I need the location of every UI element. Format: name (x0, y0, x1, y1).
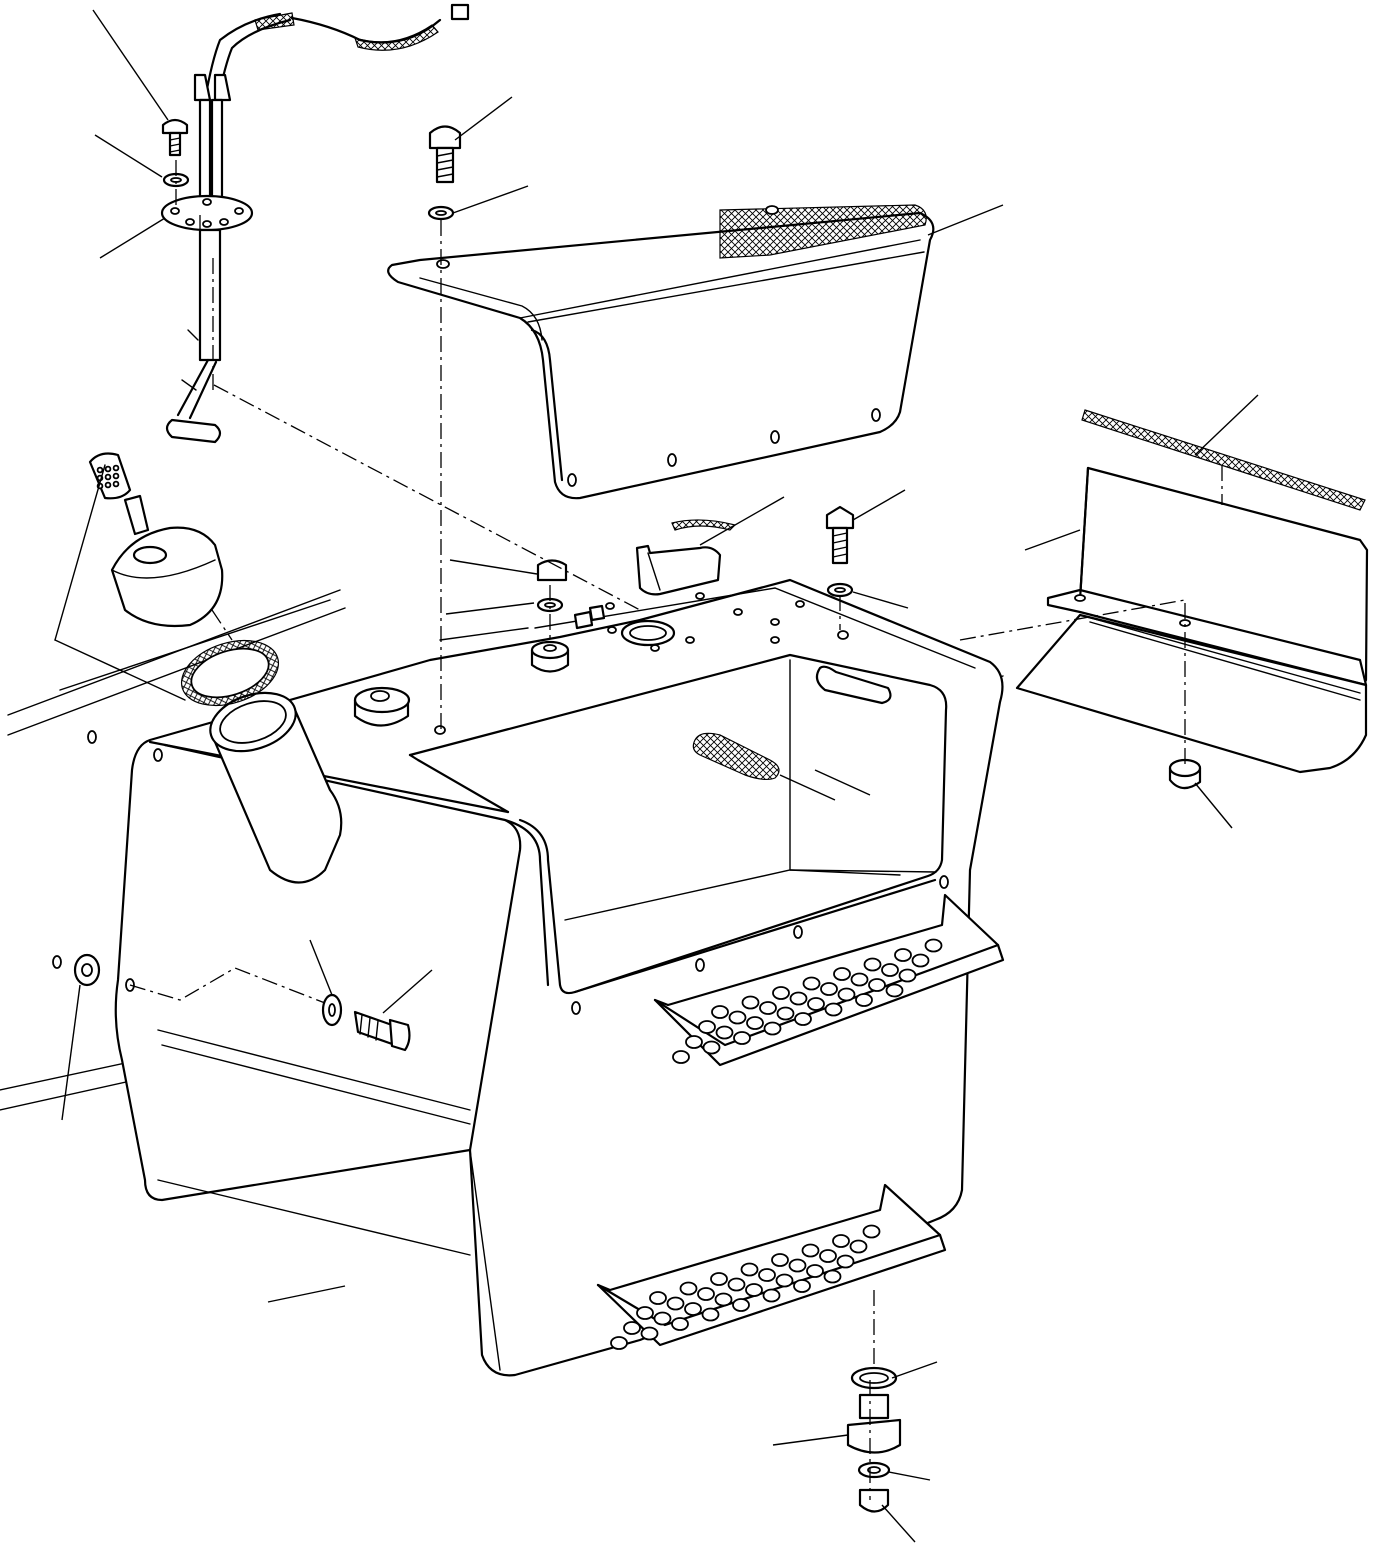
key-button-dot (112, 472, 120, 480)
tread-hole (745, 1283, 763, 1297)
left-washer (52, 953, 101, 987)
tread-hole (862, 1224, 881, 1239)
tread-hole (849, 1239, 868, 1254)
tread-hole (715, 1025, 734, 1040)
tread-hole (894, 948, 912, 962)
tread-hole (868, 978, 886, 992)
bracket-bolt (825, 505, 855, 598)
tread-hole (850, 972, 869, 987)
fuel-tank-body (114, 578, 1004, 1377)
tread-hole (740, 1262, 759, 1277)
tread-hole (806, 1264, 824, 1278)
tread-hole (714, 1292, 733, 1307)
tread-hole (793, 1279, 811, 1293)
tread-hole (685, 1035, 703, 1049)
tread-hole (885, 983, 904, 998)
tread-hole (666, 1296, 685, 1311)
tread-hole (881, 963, 899, 977)
filler-seal (180, 639, 280, 707)
tread-hole (728, 1010, 747, 1025)
tread-hole (610, 1336, 628, 1350)
tread-hole (863, 957, 882, 972)
tread-hole (732, 1298, 750, 1312)
tread-hole (802, 976, 821, 991)
tread-hole (640, 1326, 659, 1341)
tread-hole (824, 1002, 843, 1017)
top-cover (387, 204, 935, 500)
tread-hole (741, 995, 760, 1010)
tread-hole (762, 1288, 781, 1303)
tread-hole (684, 1302, 702, 1316)
tread-hole (763, 1021, 782, 1036)
key-button-dot (104, 481, 112, 489)
cover-bolt (427, 125, 462, 221)
tread-hole (832, 1234, 850, 1248)
tread-hole (820, 982, 838, 996)
small-bracket (635, 519, 737, 596)
callout-leaders (61, 9, 1259, 1543)
tread-hole (701, 1307, 720, 1322)
breather-cap (353, 686, 411, 727)
fuel-level-sender (160, 3, 470, 444)
tread-hole (758, 1268, 776, 1282)
bracket-nut (1168, 758, 1202, 790)
tread-hole (698, 1020, 716, 1034)
key-button-dot (112, 480, 120, 488)
lower-step (596, 1183, 947, 1350)
tread-hole (823, 1269, 842, 1284)
front-bolt (321, 993, 411, 1052)
upper-step (653, 893, 1005, 1067)
tread-hole (836, 1254, 855, 1269)
tread-hole (727, 1277, 746, 1292)
tread-hole (833, 967, 851, 981)
tread-hole (837, 987, 856, 1002)
drain-plug (846, 1366, 902, 1513)
tread-hole (855, 993, 873, 1007)
tread-hole (702, 1040, 721, 1055)
tread-hole (776, 1006, 795, 1021)
tread-hole (671, 1317, 689, 1331)
tread-hole (801, 1243, 820, 1258)
tread-hole (771, 1253, 789, 1267)
machine-frame-outline (0, 589, 1004, 1111)
tread-hole (819, 1249, 837, 1263)
fuel-cap (54, 452, 224, 701)
tread-hole (679, 1281, 698, 1296)
tread-hole (649, 1291, 667, 1305)
tread-hole (636, 1306, 654, 1320)
key-button-dot (112, 464, 120, 472)
tread-hole (697, 1287, 715, 1301)
key-button-dot (104, 465, 112, 473)
tread-hole (807, 997, 825, 1011)
side-bracket (1015, 409, 1369, 774)
tread-hole (710, 1272, 728, 1286)
tread-hole (794, 1012, 812, 1026)
tread-hole (653, 1311, 672, 1326)
tread-hole (898, 968, 917, 983)
tread-hole (772, 986, 790, 1000)
key-button-dot (104, 473, 112, 481)
tread-hole (623, 1321, 641, 1335)
top-plug (530, 559, 606, 673)
sender-screw (161, 118, 190, 188)
upper-step-treads (672, 938, 943, 1064)
grommet-seal (692, 732, 780, 781)
filler-neck (209, 691, 343, 884)
tread-hole (746, 1016, 764, 1030)
tread-hole (711, 1005, 729, 1019)
tread-hole (775, 1273, 794, 1288)
key-button-dot (96, 466, 104, 474)
tread-hole (733, 1031, 751, 1045)
tread-hole (672, 1050, 690, 1064)
tread-hole (788, 1258, 807, 1273)
lower-step-treads (610, 1224, 881, 1350)
assembly-center-lines (129, 160, 1223, 1500)
tread-hole (759, 1001, 777, 1015)
tread-hole (789, 991, 808, 1006)
tread-hole (911, 953, 930, 968)
tread-hole (924, 938, 943, 953)
